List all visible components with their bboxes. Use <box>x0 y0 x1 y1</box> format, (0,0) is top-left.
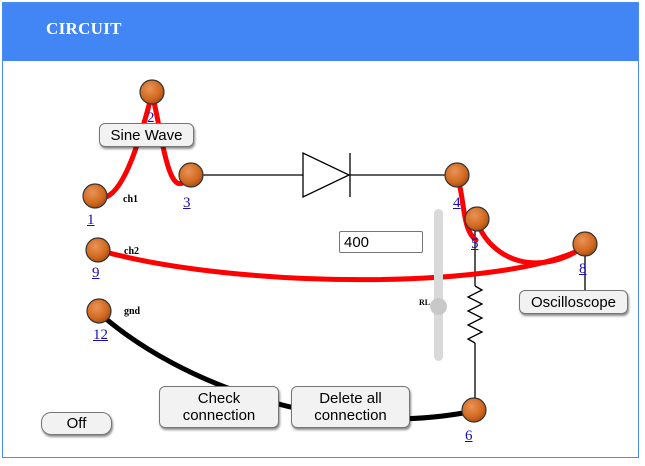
resistance-slider-thumb[interactable] <box>430 298 447 315</box>
resistor-icon <box>466 285 484 344</box>
terminal-1[interactable] <box>82 183 108 209</box>
channel-label-ch1: ch1 <box>123 194 138 205</box>
resistance-input[interactable] <box>339 231 423 253</box>
sine-wave-source[interactable]: Sine Wave <box>99 123 194 147</box>
diode-icon <box>302 151 351 199</box>
check-connection-button[interactable]: Check connection <box>159 386 279 428</box>
channel-label-gnd: gnd <box>124 306 141 317</box>
terminal-3[interactable] <box>178 162 204 188</box>
terminal-label-6[interactable]: 6 <box>465 428 473 444</box>
terminal-label-5[interactable]: 5 <box>471 236 479 252</box>
terminal-label-12[interactable]: 12 <box>93 327 108 343</box>
power-off-button[interactable]: Off <box>41 412 112 435</box>
wire-9-8[interactable] <box>95 244 588 283</box>
terminal-label-8[interactable]: 8 <box>579 261 587 277</box>
circuit-panel: CIRCUIT <box>2 2 639 458</box>
terminal-9[interactable] <box>85 237 111 263</box>
terminal-label-9[interactable]: 9 <box>92 265 100 281</box>
terminal-label-1[interactable]: 1 <box>87 212 95 228</box>
resistance-slider-label: RL <box>419 298 431 307</box>
terminal-8[interactable] <box>572 231 598 257</box>
terminal-5[interactable] <box>464 206 490 232</box>
oscilloscope-device[interactable]: Oscilloscope <box>519 290 628 314</box>
wire-12-6[interactable] <box>95 309 477 422</box>
resistance-slider-track[interactable] <box>434 209 443 361</box>
channel-label-ch2: ch2 <box>124 246 139 257</box>
delete-all-connection-button[interactable]: Delete all connection <box>291 386 410 428</box>
terminal-6[interactable] <box>461 397 487 423</box>
terminal-label-3[interactable]: 3 <box>183 195 191 211</box>
page-title: CIRCUIT <box>46 19 122 38</box>
terminal-2[interactable] <box>139 79 165 105</box>
terminal-label-4[interactable]: 4 <box>453 195 461 211</box>
header-bar: CIRCUIT <box>3 3 638 61</box>
terminal-4[interactable] <box>444 162 470 188</box>
terminal-label-2[interactable]: 2 <box>147 110 155 126</box>
terminal-12[interactable] <box>86 298 112 324</box>
